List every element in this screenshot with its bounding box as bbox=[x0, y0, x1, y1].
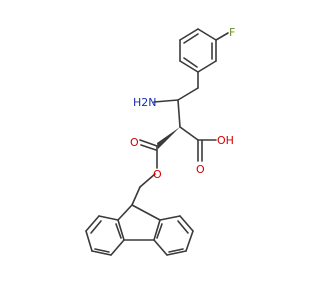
ester-carbonyl-oxygen-label: O bbox=[130, 136, 139, 149]
stereo-wedge bbox=[157, 127, 180, 149]
ester-oxygen-label: O bbox=[153, 168, 162, 181]
acid-oxygen-label: O bbox=[196, 163, 205, 176]
backbone-bond bbox=[177, 99, 181, 128]
ch2-c9-bond bbox=[131, 186, 141, 206]
hydroxyl-label: OH bbox=[217, 134, 234, 147]
fluorene-core bbox=[85, 204, 194, 256]
molecule-diagram: F H2N OH O O O bbox=[85, 26, 235, 256]
structure-canvas: F H2N OH O O O bbox=[85, 26, 235, 256]
amino-label: H2N bbox=[133, 96, 157, 109]
c-cooh-bond bbox=[179, 126, 199, 141]
ch2-ch-bond bbox=[177, 87, 199, 101]
ester-carbonyl-double-1 bbox=[139, 139, 158, 147]
o-ch2-bond bbox=[139, 173, 156, 188]
c-f-bond bbox=[215, 32, 229, 41]
ester-carbonyl-double-2 bbox=[140, 144, 157, 151]
c-n-bond bbox=[153, 99, 179, 103]
fluorophenyl-ring bbox=[179, 28, 217, 73]
fluorine-label: F bbox=[229, 26, 235, 39]
